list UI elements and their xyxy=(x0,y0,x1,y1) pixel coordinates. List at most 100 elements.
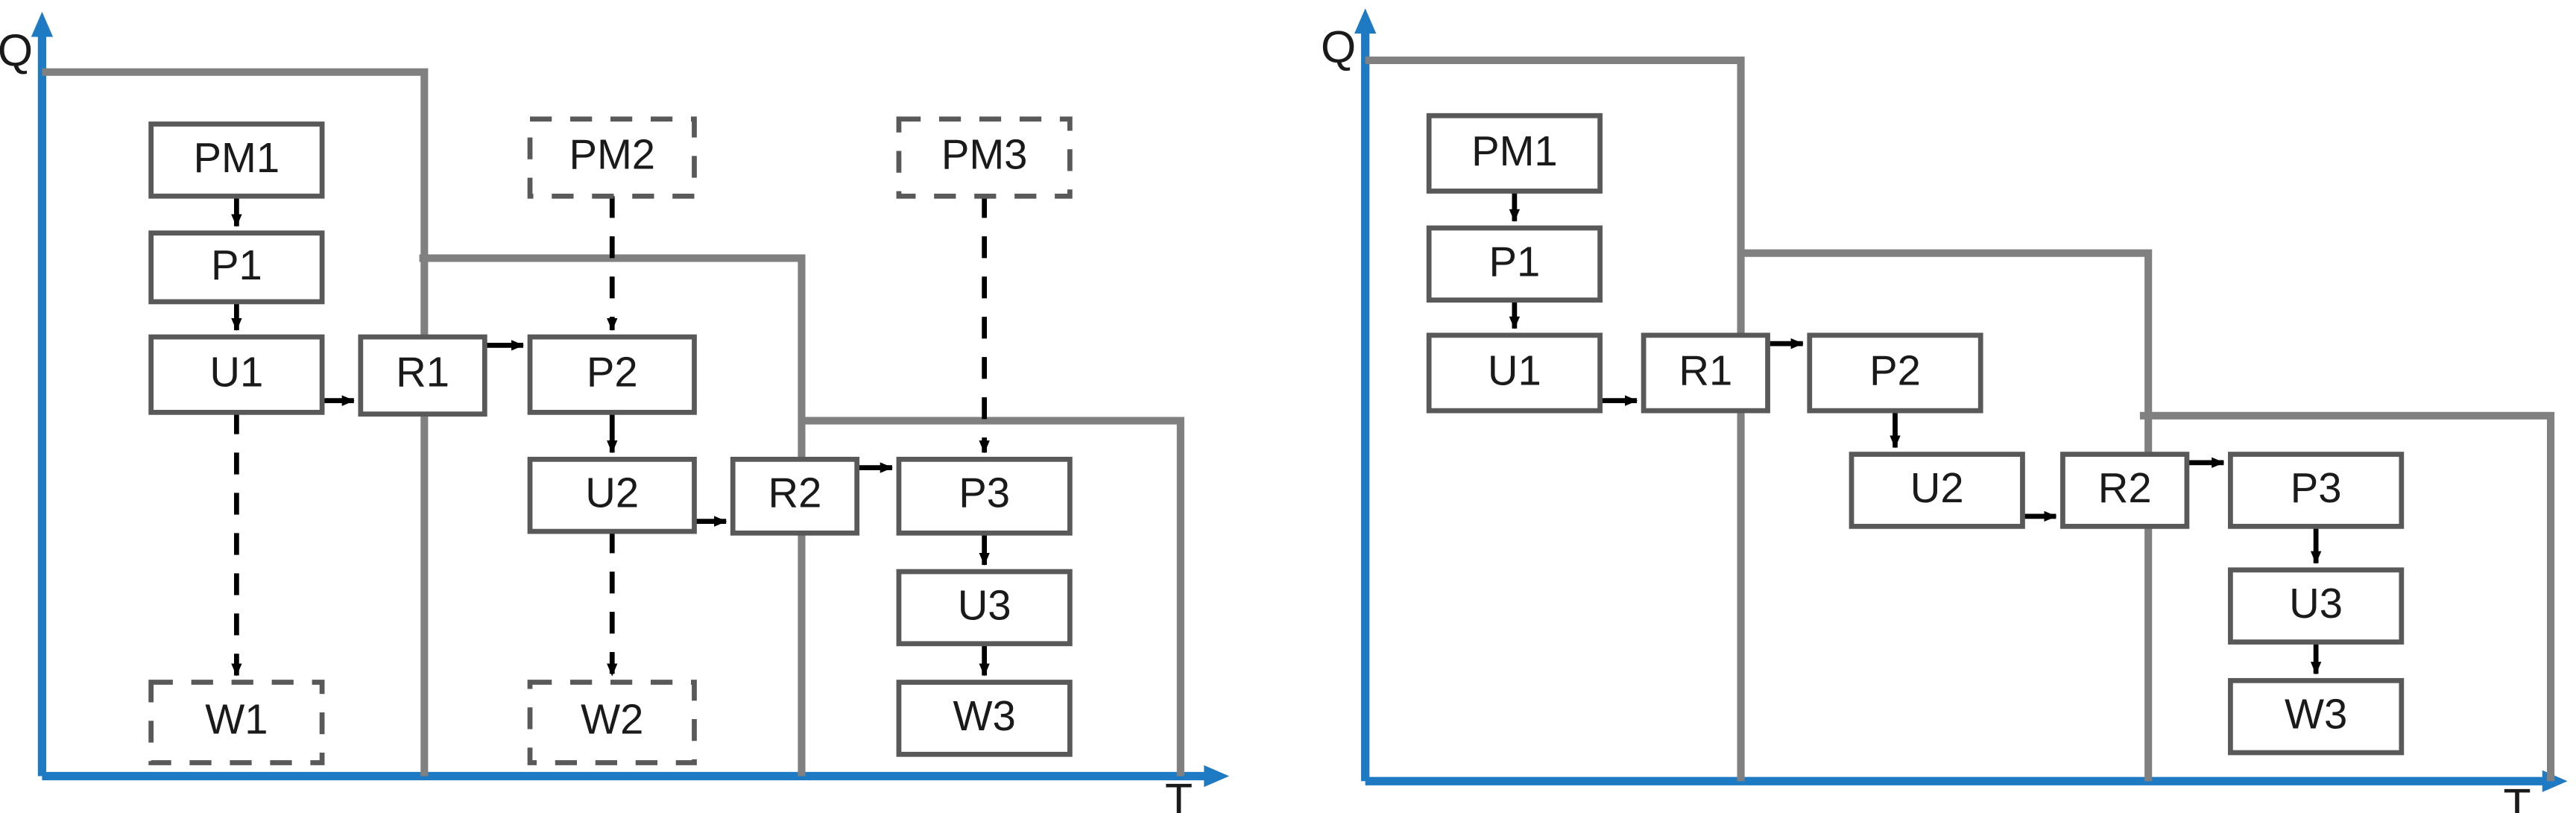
node-p3[interactable]: P3 xyxy=(896,456,1073,536)
node-pm1[interactable]: PM1 xyxy=(148,121,325,199)
q-axis-label: Q xyxy=(0,25,33,75)
node-r2-label: R2 xyxy=(2098,464,2152,511)
node-w3-box[interactable] xyxy=(896,680,1073,757)
node-u3-box[interactable] xyxy=(896,569,1073,647)
t-axis-label: T xyxy=(1165,774,1193,813)
left-diagram-panel: Q T xyxy=(0,11,1230,813)
node-pm1-label: PM1 xyxy=(1471,127,1558,174)
node-r2-box[interactable] xyxy=(2060,452,2190,529)
stage-3-envelope xyxy=(798,417,1184,776)
node-u2-label: U2 xyxy=(585,469,639,516)
node-w3-label: W3 xyxy=(953,692,1015,739)
stage-2-nodes: PM2 P2 U2 R2 W2 xyxy=(527,116,860,765)
node-p1[interactable]: P1 xyxy=(1426,225,1603,303)
node-p2[interactable]: P2 xyxy=(1807,332,1983,414)
node-p1[interactable]: P1 xyxy=(148,230,325,305)
node-p2-label: P2 xyxy=(587,349,638,396)
stage-3-nodes: P3 U3 W3 xyxy=(2228,452,2405,756)
node-pm1-label: PM1 xyxy=(194,134,280,181)
node-p1-box[interactable] xyxy=(1426,225,1603,303)
node-pm2-label: PM2 xyxy=(569,130,655,177)
node-w3[interactable]: W3 xyxy=(2228,677,2405,756)
node-r2[interactable]: R2 xyxy=(730,456,860,536)
node-u2[interactable]: U2 xyxy=(527,456,697,534)
node-pm3-label: PM3 xyxy=(941,130,1028,177)
node-p2-box[interactable] xyxy=(1807,332,1983,414)
node-u1-label: U1 xyxy=(209,349,263,396)
node-r1-box[interactable] xyxy=(358,334,487,417)
node-u3[interactable]: U3 xyxy=(896,569,1073,647)
stage-envelopes xyxy=(42,68,1184,776)
node-p1-label: P1 xyxy=(1489,238,1540,285)
node-pm1-box[interactable] xyxy=(1426,113,1603,194)
node-w2[interactable]: W2 xyxy=(527,680,697,765)
stage-2-envelope xyxy=(419,254,806,776)
node-w3-box[interactable] xyxy=(2228,677,2405,756)
node-w3-label: W3 xyxy=(2285,691,2347,738)
node-pm3-box[interactable] xyxy=(896,116,1073,199)
q-axis-label: Q xyxy=(1321,22,1356,72)
t-axis-label: T xyxy=(2504,779,2531,813)
node-p2-box[interactable] xyxy=(527,334,697,415)
node-w3[interactable]: W3 xyxy=(896,680,1073,757)
node-p1-box[interactable] xyxy=(148,230,325,305)
node-u3-label: U3 xyxy=(958,581,1011,628)
right-diagram-svg: Q T xyxy=(1321,8,2568,813)
t-axis-arrowhead xyxy=(2542,770,2568,792)
node-p3-box[interactable] xyxy=(2228,452,2405,529)
node-pm1[interactable]: PM1 xyxy=(1426,113,1603,194)
node-w2-label: W2 xyxy=(581,695,643,742)
node-u2-label: U2 xyxy=(1910,464,1964,511)
axis-group: Q T xyxy=(0,11,1230,813)
node-r1-label: R1 xyxy=(396,349,449,396)
node-p1-label: P1 xyxy=(211,241,262,288)
right-diagram-panel: Q T xyxy=(1288,0,2576,813)
node-r2-label: R2 xyxy=(768,469,822,516)
q-axis-arrowhead xyxy=(1354,8,1377,34)
node-pm3[interactable]: PM3 xyxy=(896,116,1073,199)
node-w2-box[interactable] xyxy=(527,680,697,765)
node-u2-box[interactable] xyxy=(527,456,697,534)
stage-1-nodes: PM1 P1 U1 R1 xyxy=(1426,113,1770,414)
t-axis-arrowhead xyxy=(1204,765,1230,788)
node-u3-box[interactable] xyxy=(2228,567,2405,645)
node-pm1-box[interactable] xyxy=(148,121,325,199)
node-r2[interactable]: R2 xyxy=(2060,452,2190,529)
node-u1-label: U1 xyxy=(1488,347,1541,393)
node-u1-box[interactable] xyxy=(1426,332,1603,414)
stage-2-nodes: P2 U2 R2 xyxy=(1807,332,2190,529)
node-w1-label: W1 xyxy=(205,695,268,742)
node-w1[interactable]: W1 xyxy=(148,680,325,765)
flow-connectors xyxy=(1509,191,2322,675)
node-u3-label: U3 xyxy=(2289,580,2343,627)
node-r1[interactable]: R1 xyxy=(358,334,487,417)
node-w1-box[interactable] xyxy=(148,680,325,765)
node-u2-box[interactable] xyxy=(1849,452,2025,529)
axis-group: Q T xyxy=(1321,8,2568,813)
node-p2[interactable]: P2 xyxy=(527,334,697,415)
stage-3-nodes: PM3 P3 U3 W3 xyxy=(896,116,1073,757)
stage-3-envelope xyxy=(2139,411,2555,782)
node-r2-box[interactable] xyxy=(730,456,860,536)
stage-1-nodes: PM1 P1 U1 R1 W1 xyxy=(148,121,487,765)
node-u1[interactable]: U1 xyxy=(1426,332,1603,414)
node-r1-label: R1 xyxy=(1679,347,1732,393)
node-u1-box[interactable] xyxy=(148,334,325,415)
node-p3-box[interactable] xyxy=(896,456,1073,536)
node-p2-label: P2 xyxy=(1869,347,1921,393)
node-p3[interactable]: P3 xyxy=(2228,452,2405,529)
flow-connectors xyxy=(231,196,990,677)
stage-2-envelope xyxy=(1737,249,2153,782)
stage-envelopes xyxy=(1365,56,2555,782)
node-pm2[interactable]: PM2 xyxy=(527,116,697,199)
stage-1-envelope xyxy=(1365,56,1745,782)
node-r1-box[interactable] xyxy=(1641,332,1770,414)
node-pm2-box[interactable] xyxy=(527,116,697,199)
node-p3-label: P3 xyxy=(2291,464,2342,511)
node-u2[interactable]: U2 xyxy=(1849,452,2025,529)
q-axis-arrowhead xyxy=(31,11,54,37)
node-u3[interactable]: U3 xyxy=(2228,567,2405,645)
node-u1[interactable]: U1 xyxy=(148,334,325,415)
node-r1[interactable]: R1 xyxy=(1641,332,1770,414)
